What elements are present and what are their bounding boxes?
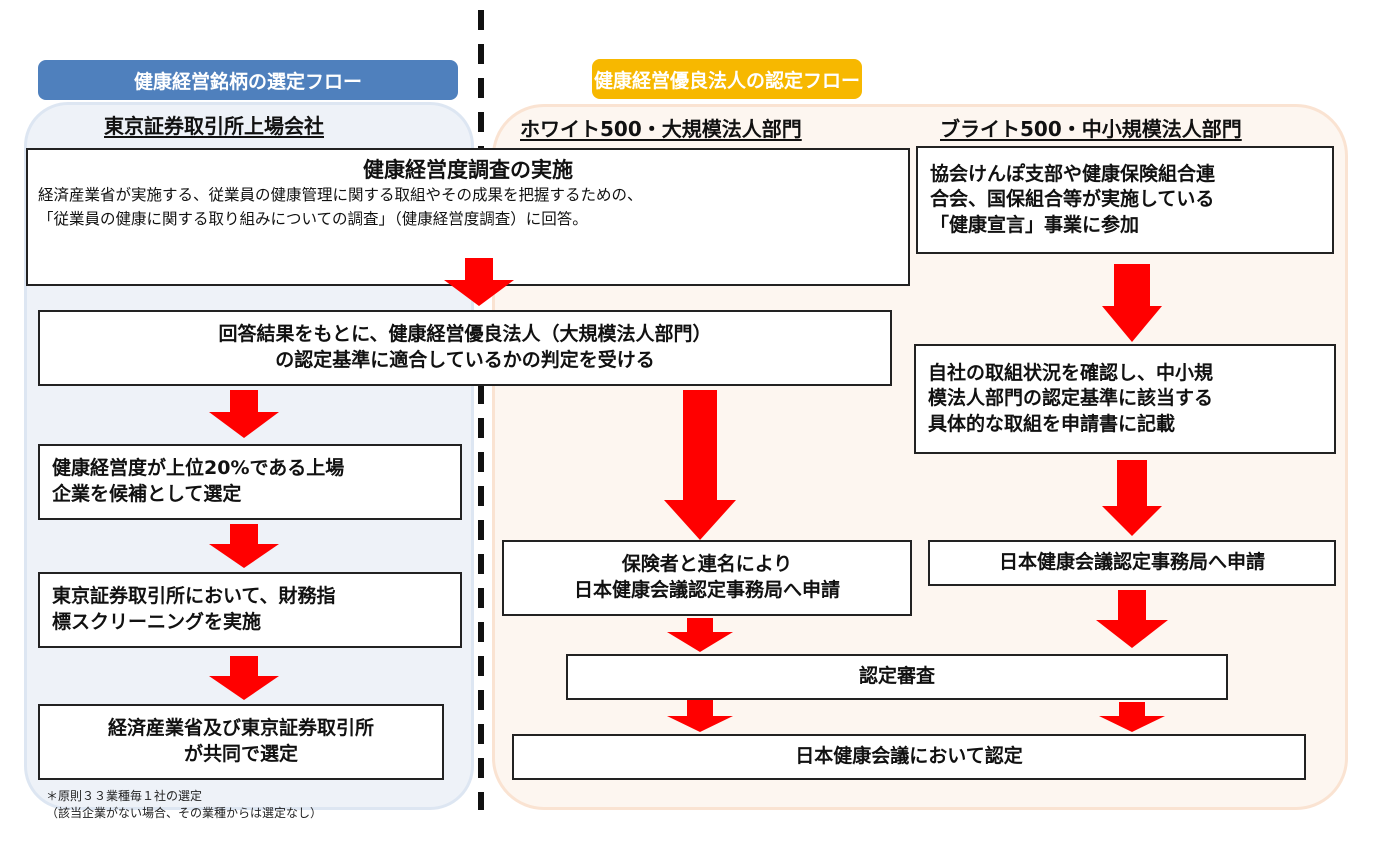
left-step-1-line-1: 健康経営度が上位20%である上場: [52, 457, 345, 480]
left-step-1-line-2: 企業を候補として選定: [52, 483, 242, 505]
arrow-head-icon: [1102, 506, 1162, 536]
certification-text: 日本健康会議において認定: [795, 745, 1023, 768]
sme-step-2-line-2: 模法人部門の認定基準に該当する: [928, 387, 1214, 410]
arrow-shaft: [1119, 702, 1145, 716]
arrow-head-icon: [209, 544, 279, 568]
arrow-head-icon: [1099, 716, 1165, 732]
footnote: ＊原則３３業種毎１社の選定 （該当企業がない場合、その業種からは選定なし）: [46, 788, 322, 822]
arrow-head-icon: [664, 500, 736, 540]
left-step-1: 健康経営度が上位20%である上場 企業を候補として選定: [38, 444, 462, 520]
arrow-head-icon: [1096, 620, 1168, 648]
sme-apply-text: 日本健康会議認定事務局へ申請: [998, 551, 1265, 574]
review-text: 認定審査: [858, 665, 935, 688]
large-corp-apply-box: 保険者と連名により 日本健康会議認定事務局へ申請: [502, 540, 912, 616]
right-flow-header: 健康経営優良法人の認定フロー: [592, 59, 862, 99]
sme-step-1-line-3: 「健康宣言」事業に参加: [930, 213, 1140, 236]
footnote-line-2: （該当企業がない場合、その業種からは選定なし）: [46, 805, 323, 820]
survey-title: 健康経営度調査の実施: [363, 158, 573, 182]
large-corp-subheader: ホワイト500・大規模法人部門: [520, 117, 802, 141]
review-box: 認定審査: [566, 654, 1228, 700]
arrow-shaft: [1114, 264, 1150, 306]
arrow-head-icon: [209, 412, 279, 438]
left-step-3: 経済産業省及び東京証券取引所 が共同で選定: [38, 704, 444, 780]
arrow-shaft: [1118, 590, 1146, 620]
large-corp-apply-line-1: 保険者と連名により: [621, 553, 793, 576]
arrow-shaft: [230, 656, 258, 676]
arrow-shaft: [687, 700, 713, 716]
arrow-head-icon: [209, 676, 279, 700]
arrow-shaft: [230, 524, 258, 544]
sme-step-2-line-3: 具体的な取組を申請書に記載: [928, 412, 1176, 435]
sme-step-1-line-2: 合会、国保組合等が実施している: [930, 188, 1215, 211]
judgement-line-1: 回答結果をもとに、健康経営優良法人（大規模法人部門）: [218, 323, 712, 346]
arrow-head-icon: [1102, 306, 1162, 342]
arrow-shaft: [683, 390, 717, 500]
survey-body-line-2: 「従業員の健康に関する取り組みについての調査」（健康経営度調査）に回答。: [38, 209, 588, 228]
sme-step-1-line-1: 協会けんぽ支部や健康保険組合連: [930, 162, 1216, 185]
sme-subheader: ブライト500・中小規模法人部門: [940, 117, 1242, 141]
sme-step-1: 協会けんぽ支部や健康保険組合連 合会、国保組合等が実施している 「健康宣言」事業…: [916, 146, 1334, 254]
dashed-divider: [478, 10, 484, 810]
left-step-2-line-1: 東京証券取引所において、財務指: [52, 585, 336, 608]
left-step-2: 東京証券取引所において、財務指 標スクリーニングを実施: [38, 572, 462, 648]
arrow-head-icon: [667, 716, 733, 732]
left-step-3-line-1: 経済産業省及び東京証券取引所: [107, 717, 374, 740]
large-corp-apply-line-2: 日本健康会議認定事務局へ申請: [573, 579, 840, 601]
left-flow-header: 健康経営銘柄の選定フロー: [38, 60, 458, 100]
footnote-line-1: ＊原則３３業種毎１社の選定: [46, 789, 203, 803]
judgement-line-2: の認定基準に適合しているかの判定を受ける: [275, 349, 655, 371]
arrow-shaft: [1117, 460, 1147, 506]
judgement-box: 回答結果をもとに、健康経営優良法人（大規模法人部門） の認定基準に適合しているか…: [38, 310, 892, 386]
sme-apply-box: 日本健康会議認定事務局へ申請: [928, 540, 1336, 586]
arrow-head-icon: [444, 280, 514, 306]
left-subheader: 東京証券取引所上場会社: [104, 114, 324, 138]
certification-box: 日本健康会議において認定: [512, 734, 1306, 780]
sme-step-2-line-1: 自社の取組状況を確認し、中小規: [928, 361, 1214, 384]
arrow-shaft: [465, 258, 493, 280]
survey-body-line-1: 経済産業省が実施する、従業員の健康管理に関する取組やその成果を把握するための、: [38, 186, 643, 205]
sme-step-2: 自社の取組状況を確認し、中小規 模法人部門の認定基準に該当する 具体的な取組を申…: [914, 344, 1336, 454]
arrow-head-icon: [667, 632, 733, 652]
arrow-shaft: [230, 390, 258, 412]
left-step-2-line-2: 標スクリーニングを実施: [52, 611, 262, 633]
left-step-3-line-2: が共同で選定: [183, 743, 298, 765]
arrow-shaft: [687, 618, 713, 632]
